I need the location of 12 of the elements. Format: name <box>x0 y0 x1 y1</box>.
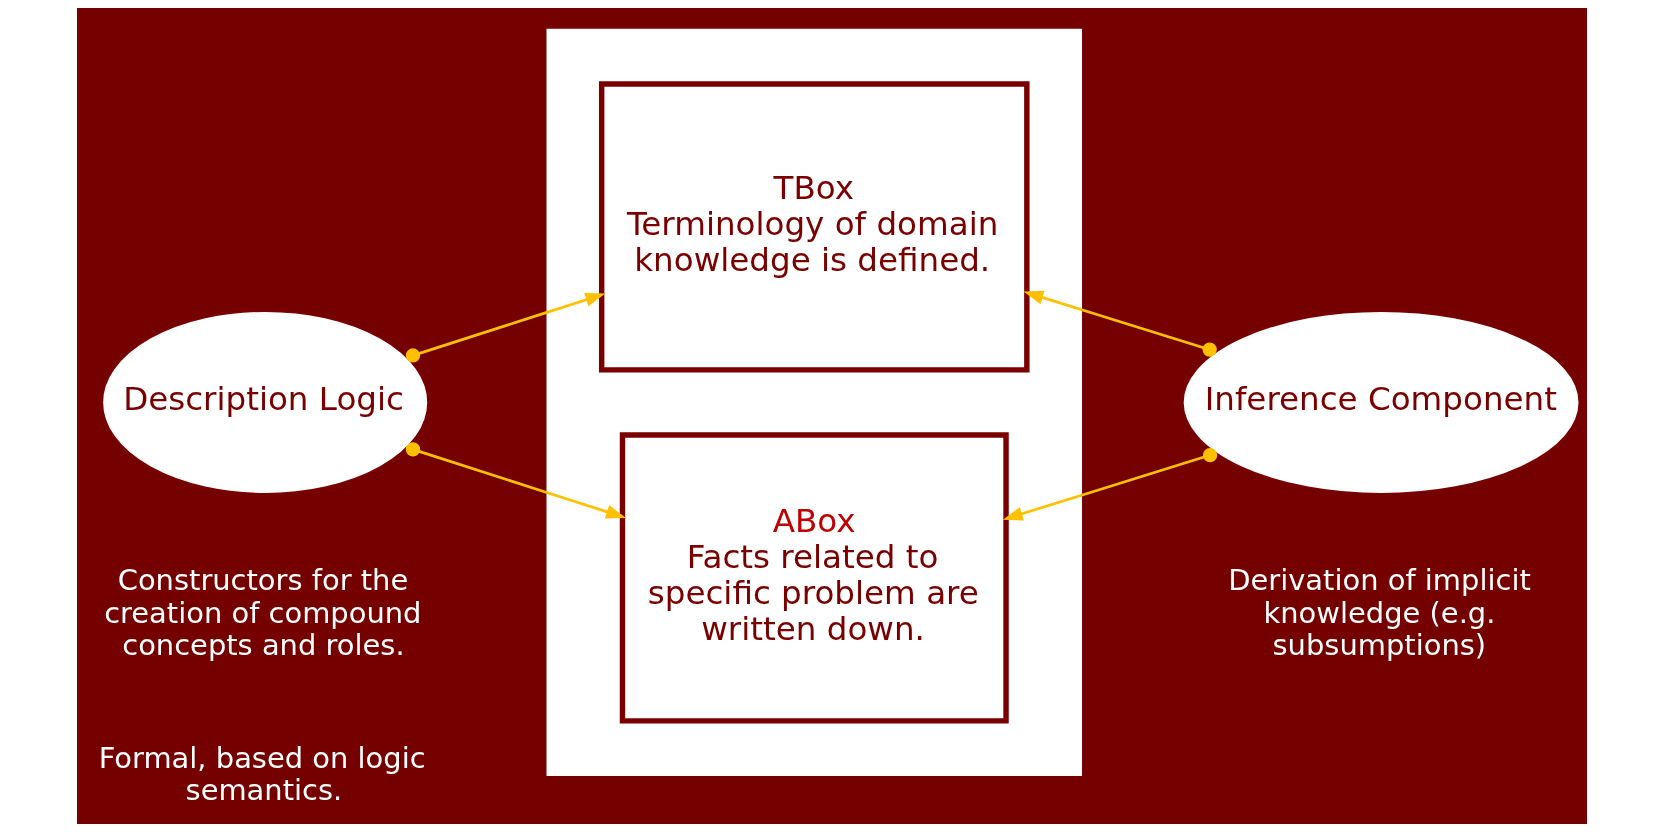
node-ellipse: Description Logic <box>100 310 429 495</box>
arrow <box>405 442 626 519</box>
node-box: ABox Facts related to specific problem are written down. <box>619 432 1009 724</box>
node-ellipse: Inference Component <box>1181 310 1580 495</box>
node-label: Constructors for the creation of compound concepts and roles. <box>103 563 421 663</box>
cluster <box>546 28 1082 777</box>
node-label: Derivation of implicit knowledge (e.g. subsumptions) <box>1227 563 1531 663</box>
node-box: TBox Terminology of domain knowledge is defined. <box>598 81 1030 373</box>
arrow <box>1022 290 1217 357</box>
arrow <box>405 293 605 363</box>
arrow <box>1002 448 1217 521</box>
node-label: Formal, based on logic semantics. <box>98 740 426 808</box>
